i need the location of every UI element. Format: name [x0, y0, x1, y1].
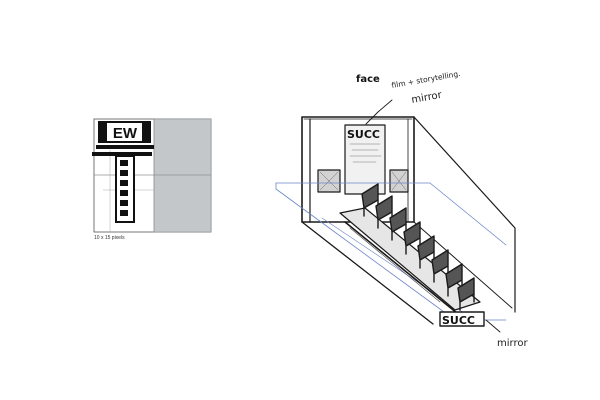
chairs-row	[361, 183, 475, 311]
front-sign-box	[439, 311, 485, 327]
bench-strip	[339, 207, 481, 311]
leader-line-top	[365, 99, 393, 125]
floor-plan: EW	[92, 118, 212, 233]
gray-panel	[153, 118, 212, 233]
label-mirror-top: mirror	[411, 90, 444, 106]
perspective-sketch: face film + storytelling. mirror SUCC	[275, 69, 528, 349]
sign-back: SUCC	[347, 128, 380, 141]
seat-plan	[120, 180, 128, 186]
roof-edge	[413, 116, 516, 313]
sign-front: SUCC	[442, 314, 475, 327]
sketch-title: face	[356, 74, 380, 85]
floor-edge-left	[301, 221, 434, 325]
seat-plan	[120, 160, 128, 166]
leader-line-bottom	[485, 319, 501, 333]
floor-edge-right	[413, 221, 513, 309]
guide-line	[429, 182, 507, 246]
seat-plan	[120, 170, 128, 176]
seat-plan	[120, 210, 128, 216]
seat-plan	[120, 200, 128, 206]
logo-text: EW	[113, 125, 138, 142]
label-mirror-bottom: mirror	[497, 338, 528, 349]
plan-caption: 10 x 15 pixels	[94, 235, 125, 241]
guide-line	[275, 182, 307, 212]
chair	[457, 277, 475, 311]
seat-plan	[120, 190, 128, 196]
annotation-film-storytelling: film + storytelling.	[391, 69, 461, 90]
center-screen	[344, 124, 386, 195]
chair	[445, 263, 463, 297]
